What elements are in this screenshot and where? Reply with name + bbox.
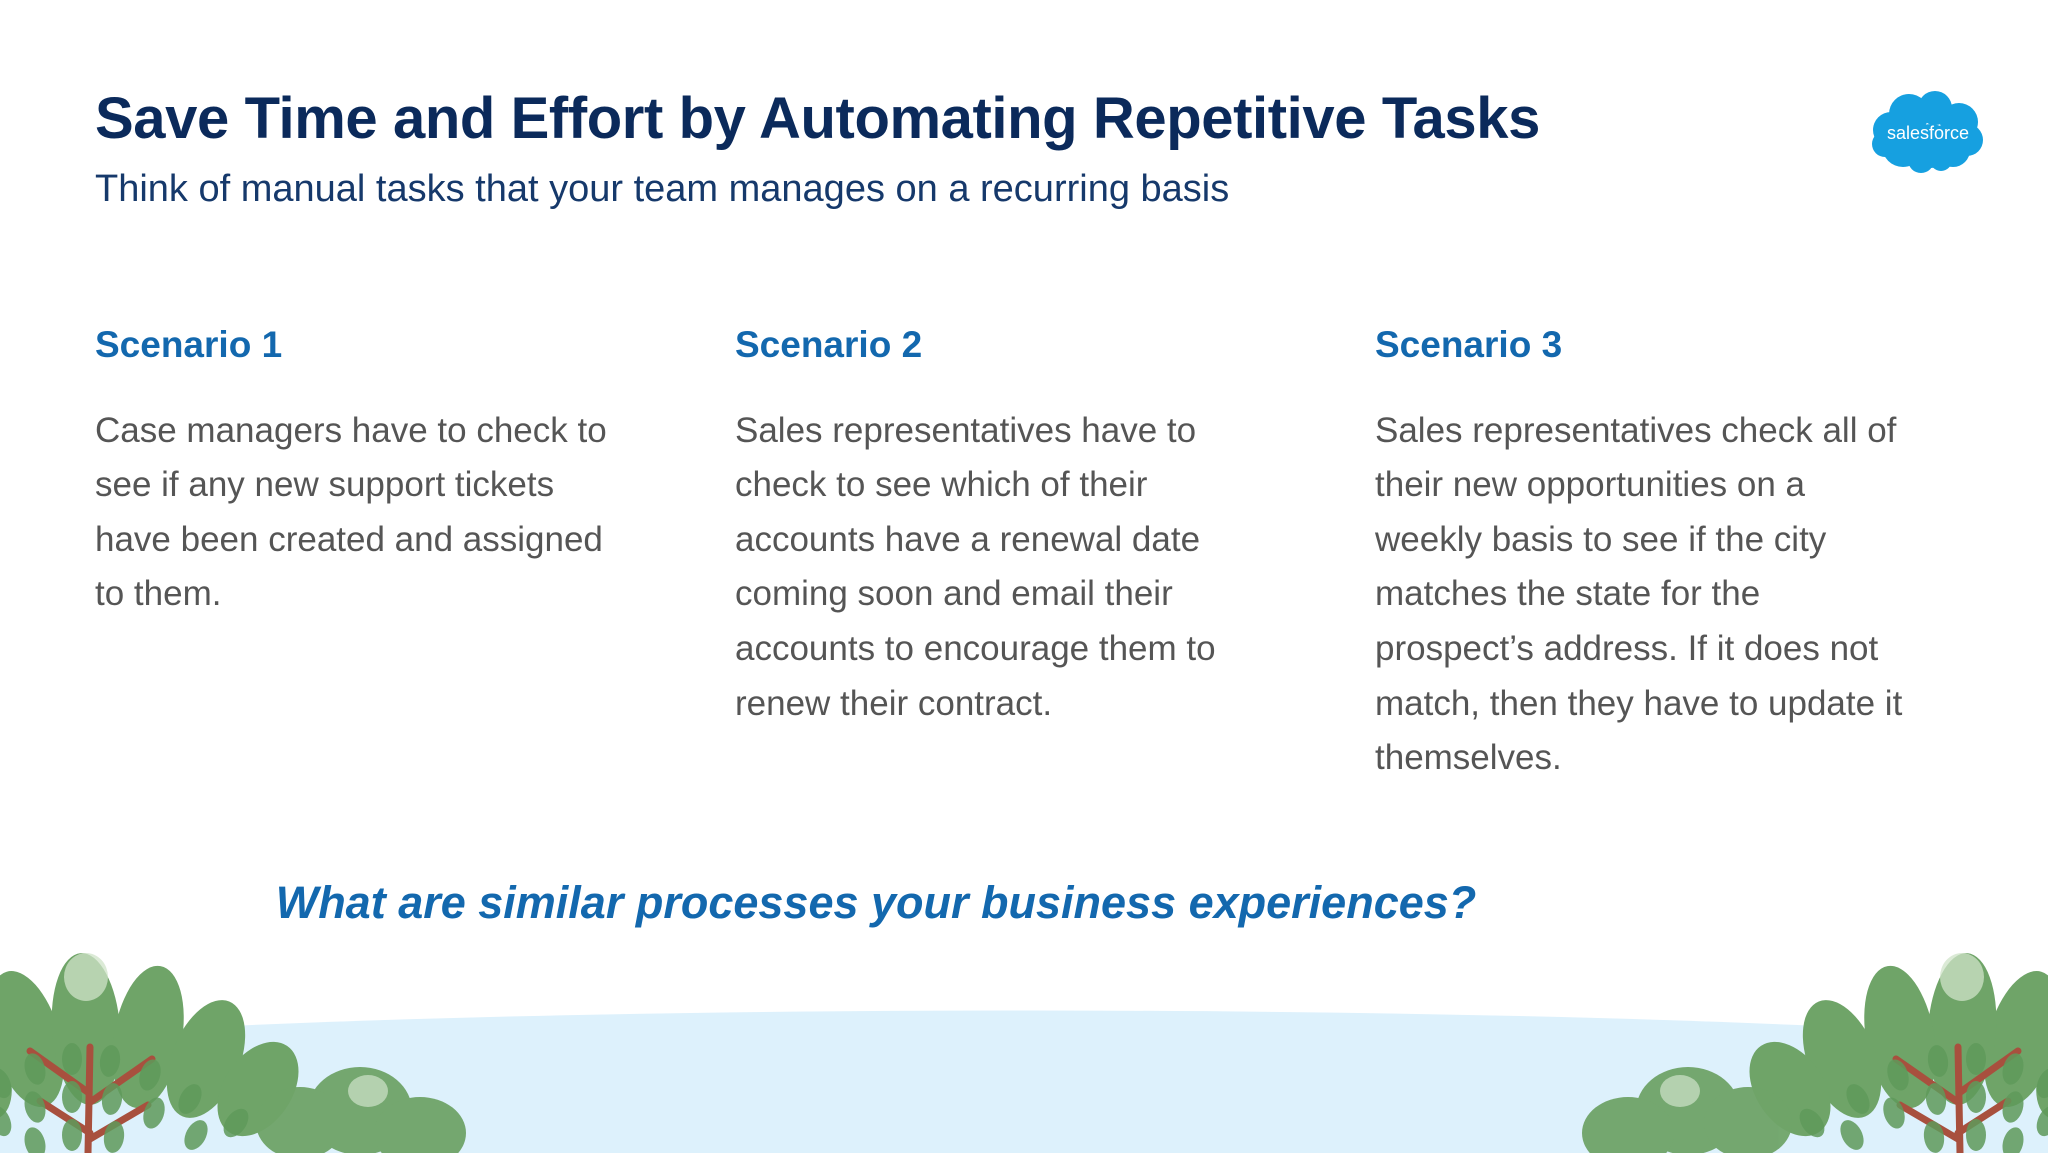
bottom-decoration	[0, 953, 2048, 1153]
blue-band	[0, 1010, 2048, 1153]
slide-header: Save Time and Effort by Automating Repet…	[95, 86, 1895, 211]
foliage-right	[1582, 953, 2048, 1153]
salesforce-wordmark: salesforce	[1887, 123, 1969, 143]
scenario-column-1: Scenario 1 Case managers have to check t…	[95, 324, 635, 786]
foliage-left	[0, 953, 466, 1153]
scenario-1-body: Case managers have to check to see if an…	[95, 410, 607, 614]
salesforce-cloud-icon: salesforce	[1867, 88, 1989, 174]
scenario-columns: Scenario 1 Case managers have to check t…	[95, 324, 1975, 786]
closing-question: What are similar processes your business…	[275, 877, 1477, 928]
scenario-1-heading: Scenario 1	[95, 324, 283, 365]
page-title: Save Time and Effort by Automating Repet…	[95, 86, 1540, 151]
scenario-2-heading: Scenario 2	[735, 324, 923, 365]
scenario-column-3: Scenario 3 Sales representatives check a…	[1375, 324, 1915, 786]
scenario-column-2: Scenario 2 Sales representatives have to…	[735, 324, 1275, 786]
page-subtitle: Think of manual tasks that your team man…	[95, 167, 1230, 210]
scenario-3-heading: Scenario 3	[1375, 324, 1563, 365]
scenario-2-body: Sales representatives have to check to s…	[735, 410, 1216, 723]
scenario-3-body: Sales representatives check all of their…	[1375, 410, 1903, 778]
